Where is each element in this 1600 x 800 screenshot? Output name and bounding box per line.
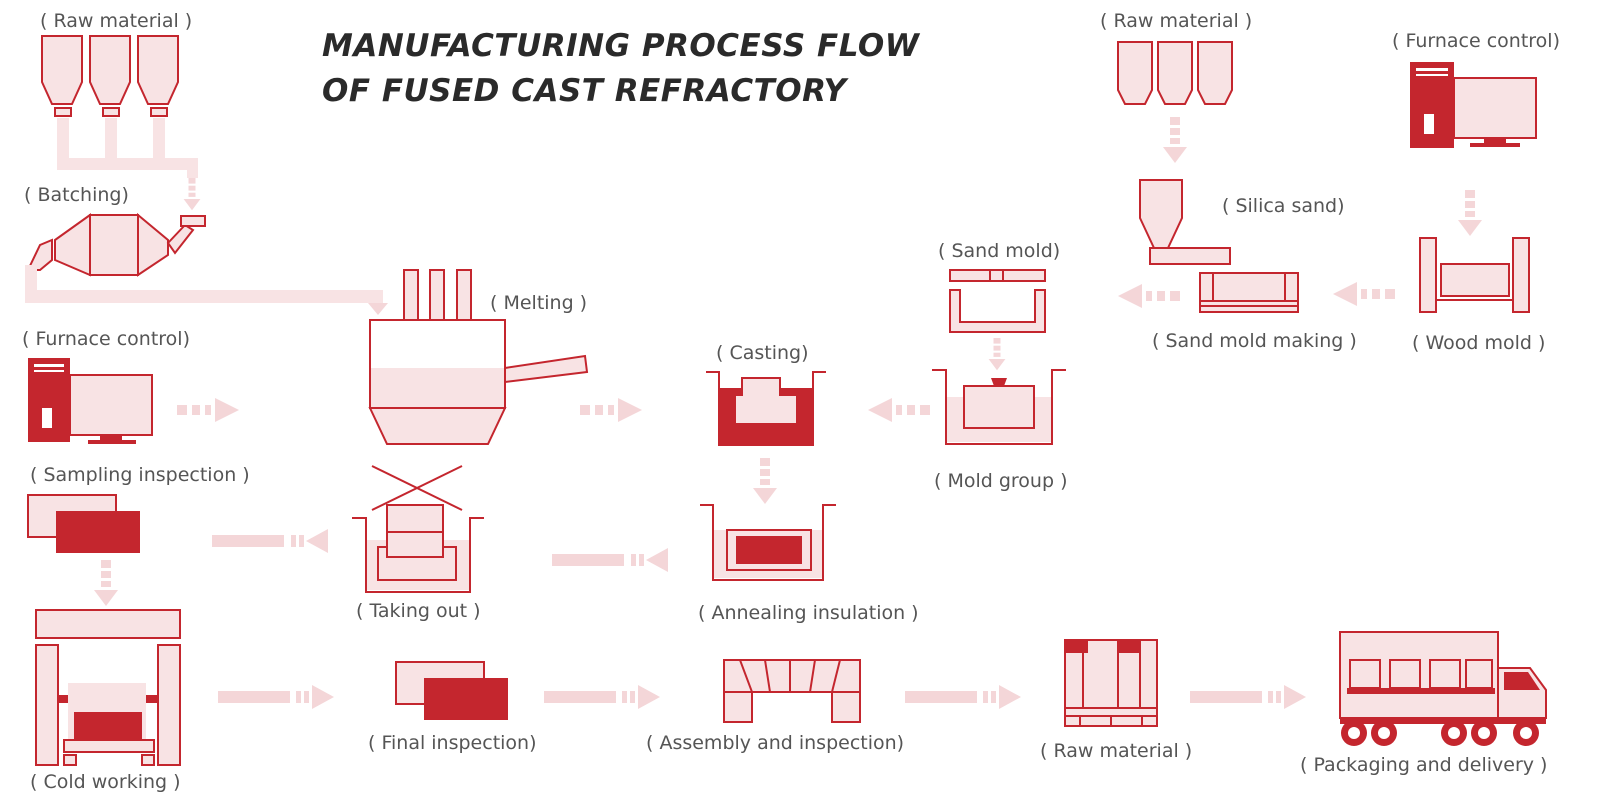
- arrow-raw3-to-packaging: [1190, 685, 1306, 709]
- arrow-fc1-to-melting: [177, 398, 239, 422]
- sampling-inspection-blocks: [27, 494, 140, 553]
- delivery-truck: [1339, 631, 1547, 746]
- truck-cargo-pallets: [1347, 659, 1495, 694]
- label-raw-material-1: ( Raw material ): [40, 10, 193, 32]
- title-line-2: OF FUSED CAST REFRACTORY: [322, 73, 847, 109]
- arrow-mold-to-casting: [868, 398, 930, 422]
- label-annealing-insulation: ( Annealing insulation ): [698, 602, 919, 624]
- label-furnace-control-1: ( Furnace control): [22, 328, 190, 350]
- label-sampling-inspection: ( Sampling inspection ): [30, 464, 250, 486]
- casting-mold: [706, 371, 826, 446]
- batching-arrow: [183, 178, 201, 211]
- diagram-title: MANUFACTURING PROCESS FLOW OF FUSED CAST…: [322, 24, 919, 114]
- arrow-assembly-to-raw3: [905, 685, 1021, 709]
- arrow-annealing-to-taking-out: [552, 548, 668, 572]
- label-wood-mold: ( Wood mold ): [1412, 332, 1546, 354]
- label-final-inspection: ( Final inspection): [368, 732, 537, 754]
- palletized-raw-material: [1064, 639, 1158, 727]
- sand-mold-making: [1199, 272, 1299, 313]
- arrow-sampling-down: [94, 560, 118, 606]
- label-raw-material-3: ( Raw material ): [1040, 740, 1193, 762]
- batching-mixer: [26, 212, 206, 277]
- taking-out-crane: [352, 465, 484, 593]
- melting-furnace: [368, 269, 589, 445]
- arrow-final-to-assembly: [544, 685, 660, 709]
- arrow-melting-to-casting: [580, 398, 642, 422]
- sand-mold: [949, 269, 1046, 333]
- label-furnace-control-2: ( Furnace control): [1392, 30, 1560, 52]
- raw-material-pipes: [57, 118, 198, 178]
- silica-sand-hopper: [1139, 179, 1231, 265]
- label-mold-group: ( Mold group ): [934, 470, 1068, 492]
- furnace-control-computer-1: [28, 358, 153, 444]
- label-melting: ( Melting ): [490, 292, 588, 314]
- raw-material-hoppers-2: [1117, 41, 1233, 105]
- label-sand-mold: ( Sand mold): [938, 240, 1061, 262]
- arrow-wood-to-smm: [1333, 282, 1395, 306]
- wood-mold: [1419, 237, 1530, 313]
- label-batching: ( Batching): [24, 184, 129, 206]
- arrow-casting-down: [753, 458, 777, 504]
- cold-working-machine: [35, 609, 181, 766]
- label-silica-sand: ( Silica sand): [1222, 195, 1345, 217]
- arrow-taking-out-to-sampling: [212, 529, 328, 553]
- label-assembly-inspection: ( Assembly and inspection): [646, 732, 905, 754]
- furnace-control-computer-2: [1410, 62, 1537, 148]
- truck-wheels: [1341, 720, 1539, 746]
- annealing-box: [700, 504, 836, 581]
- label-cold-working: ( Cold working ): [30, 771, 181, 793]
- label-packaging-delivery: ( Packaging and delivery ): [1300, 754, 1548, 776]
- arrow-raw2-down: [1163, 117, 1187, 163]
- label-sand-mold-making: ( Sand mold making ): [1152, 330, 1357, 352]
- label-raw-material-2: ( Raw material ): [1100, 10, 1253, 32]
- arrow-sand-mold-down: [988, 338, 1006, 371]
- arrow-smm-to-sand-mold: [1118, 284, 1180, 308]
- mold-group: [932, 369, 1066, 445]
- assembly-arch: [723, 659, 861, 723]
- batching-feed-line: [25, 290, 383, 303]
- title-line-1: MANUFACTURING PROCESS FLOW: [322, 28, 920, 64]
- raw-material-hoppers-1: [41, 35, 179, 117]
- label-taking-out: ( Taking out ): [356, 600, 481, 622]
- label-casting: ( Casting): [716, 342, 809, 364]
- final-inspection-blocks: [395, 661, 508, 720]
- arrow-cold-to-final: [218, 685, 334, 709]
- arrow-fc2-down: [1458, 190, 1482, 236]
